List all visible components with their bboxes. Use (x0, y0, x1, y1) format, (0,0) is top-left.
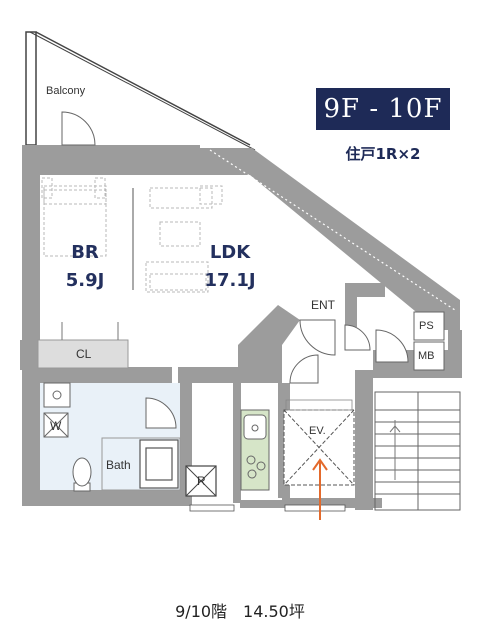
ev-label: EV. (309, 425, 326, 437)
bath-door (145, 397, 177, 429)
ldk-name-label: LDK (209, 242, 251, 263)
closet-door-marks (61, 322, 119, 340)
ps-label: PS (419, 320, 434, 332)
diagonal-wall (200, 148, 460, 330)
mb-label: MB (418, 350, 435, 362)
kitchen-counter (240, 409, 270, 491)
entrance-doors (289, 319, 409, 384)
ldk-furniture (145, 185, 223, 293)
bathtub (139, 439, 179, 489)
up-arrow-icon (312, 458, 328, 520)
ent-label: ENT (311, 298, 335, 312)
br-size-label: 5.9J (65, 270, 105, 291)
service-boxes (413, 311, 445, 371)
balcony-label: Balcony (46, 85, 86, 97)
br-name-label: BR (71, 242, 99, 263)
unit-type-label: 住戸1R×2 (345, 145, 421, 163)
floor-area-caption: 9/10階 14.50坪 (175, 602, 305, 621)
staircase (374, 391, 461, 511)
washer-space (43, 412, 69, 438)
w-label: W (50, 419, 62, 433)
refrigerator-space (185, 465, 217, 497)
closet (37, 339, 129, 369)
floor-badge: 9F - 10F (316, 88, 450, 130)
windows (189, 504, 346, 512)
ldk-size-label: 17.1J (204, 270, 256, 291)
balcony-door (61, 111, 96, 146)
bedroom-furniture (41, 177, 107, 257)
bath-label: Bath (106, 458, 131, 472)
r-label: R (197, 474, 206, 488)
cl-label: CL (76, 347, 92, 361)
toilet (72, 457, 92, 492)
washbasin (43, 382, 71, 408)
